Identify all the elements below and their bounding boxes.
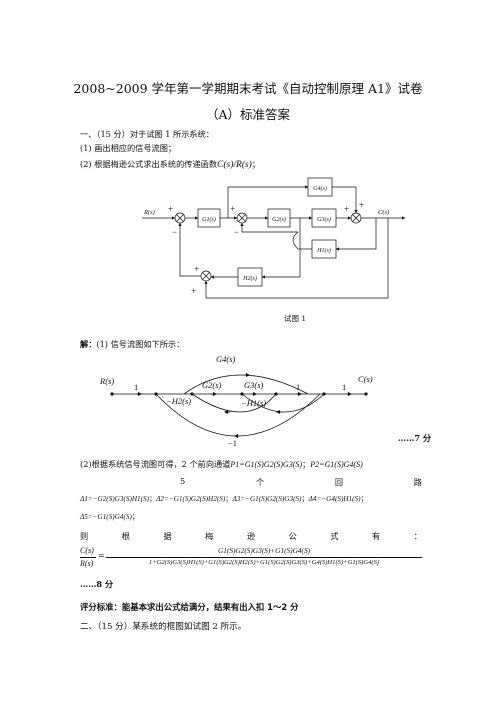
- path-p1: P1=G1(S)G2(S)G3(S): [230, 460, 303, 469]
- node-4: [274, 392, 278, 396]
- score-part2: ……8 分: [80, 579, 114, 589]
- bd-g1-label: G1(s): [202, 216, 216, 223]
- mason-word-5: 逊: [246, 531, 256, 541]
- solution-label: 解：: [80, 339, 97, 349]
- formula-lhs-den: R(s): [80, 559, 94, 568]
- block-diagram: R(s) C(s) G1(s) G2(s) G3(s) G4(s) H1(s) …: [142, 177, 406, 299]
- formula-equals: =: [98, 551, 105, 560]
- sign-plus-4: +: [359, 200, 364, 210]
- bd-output-label: C(s): [378, 209, 389, 216]
- loops-list-2: Δ5=−G1(S)G4(S)；: [80, 512, 139, 522]
- loops-word-3: 回: [334, 477, 344, 487]
- sfg-gain-1a: 1: [134, 382, 138, 392]
- mason-word-9: ：: [413, 531, 422, 541]
- loop-d5: Δ5=−G1(S)G4(S): [80, 513, 132, 521]
- q1-item2-suffix: ；: [251, 159, 261, 169]
- node-c: [364, 392, 368, 396]
- node-1: [154, 392, 158, 396]
- formula-lhs-bar: [80, 557, 96, 558]
- loops-line: 5 个 回 路: [80, 476, 422, 488]
- figure-caption: 试图 1: [284, 314, 307, 323]
- mason-word-1: 则: [80, 531, 89, 541]
- loop-d2: Δ2=−G1(S)G2(S)H2(S): [156, 495, 226, 503]
- mason-word-4: 梅: [205, 531, 214, 541]
- bd-g4-label: G4(s): [313, 185, 327, 192]
- path-sep: ；: [302, 459, 311, 469]
- node-3: [240, 392, 244, 396]
- bd-g2-label: G2(s): [272, 216, 286, 223]
- loop-semi-3: ；: [301, 494, 309, 503]
- signal-flow-graph: R(s) C(s) G4(s) G2(s) G3(s) −H2(s) −H1(s…: [99, 354, 373, 448]
- sign-minus-2: −: [234, 227, 239, 237]
- sum-junction-2: [236, 212, 248, 224]
- node-r: [110, 392, 114, 396]
- solution-item1: (1) 信号流图如下所示：: [96, 339, 185, 349]
- formula-rhs-num: G1(S)G2(S)G3(S)+G1(S)G4(S): [217, 546, 311, 555]
- node-2: [190, 392, 194, 396]
- sfg-g4-label: G4(s): [216, 354, 236, 364]
- loop-semi-4: ；: [360, 494, 368, 503]
- bd-g3-label: G3(s): [317, 216, 331, 223]
- sfg-gain-1c: 1: [342, 382, 346, 392]
- q2-heading: 二、（15 分）某系统的框图如试图 2 所示。: [80, 622, 247, 632]
- sfg-gain-minus1: −1: [228, 438, 237, 448]
- sfg-g3-label: G3(s): [244, 380, 264, 390]
- loop-semi-5: ；: [131, 512, 140, 521]
- part2-prefix: (2)根据系统信号流图可得，2 个前向通道: [80, 459, 231, 469]
- q1-heading: 一、（15 分）对于试图 1 所示系统：: [80, 129, 214, 139]
- node-5: [322, 392, 326, 396]
- loop-semi-2: ；: [225, 494, 233, 503]
- bd-h2-label: H2(s): [242, 275, 257, 282]
- q1-item2-text: (2) 根据梅逊公式求出系统的传递函数: [80, 159, 218, 169]
- grading-criteria: 评分标准：能基本求出公式给满分，结果有出入扣 1～2 分: [80, 602, 299, 612]
- q1-transfer-function: C(s)/R(s): [217, 160, 252, 170]
- exam-subtitle: （A）标准答案: [205, 107, 291, 122]
- path-p2: P2=G1(S)G4(S): [310, 460, 363, 469]
- loops-list-1: Δ1=−G2(S)G3(S)H1(S)；Δ2=−G1(S)G2(S)H2(S)；…: [80, 494, 422, 504]
- loop-d4: Δ4=−G4(S)H1(S): [308, 495, 361, 503]
- sum-junction-1: [174, 212, 186, 224]
- q1-item1: (1) 画出相应的信号流图；: [80, 143, 177, 153]
- loops-word-1: 5: [180, 476, 186, 486]
- sign-minus-1: −: [172, 227, 177, 237]
- sign-plus-1: +: [168, 204, 173, 214]
- score-part1: ……7 分: [398, 433, 432, 443]
- mason-word-7: 式: [330, 531, 339, 541]
- mason-word-3: 据: [163, 531, 172, 541]
- sum-junction-3: [350, 212, 362, 224]
- loops-word-2: 个: [255, 477, 265, 487]
- sum-junction-4: [200, 270, 212, 282]
- mason-word-8: 有: [372, 531, 381, 541]
- solution-line: 解：(1) 信号流图如下所示：: [80, 338, 184, 350]
- exam-title: 2008~2009 学年第一学期期末考试《自动控制原理 A1》试卷: [73, 81, 423, 96]
- formula-rhs-bar: [106, 557, 422, 558]
- sign-plus-6: +: [191, 286, 196, 296]
- loop-semi-1: ；: [149, 494, 157, 503]
- mason-word-6: 公: [288, 531, 297, 541]
- formula-rhs-den: 1+G2(S)G3(S)H1(S)+G1(S)G2(S)H2(S)+G1(S)G…: [148, 559, 380, 566]
- sfg-gain-1b: 1: [296, 382, 300, 392]
- loops-word-4: 路: [413, 477, 422, 487]
- mason-line: 则 根 据 梅 逊 公 式 有 ：: [80, 530, 422, 542]
- mason-formula: C(s) R(s) = G1(S)G2(S)G3(S)+G1(S)G4(S) 1…: [80, 546, 426, 572]
- sign-plus-2: +: [230, 204, 235, 214]
- bd-h1-label: H1(s): [316, 247, 331, 254]
- sfg-output-label: C(s): [358, 374, 373, 384]
- part2-line1: (2)根据系统信号流图可得，2 个前向通道P1=G1(S)G2(S)G3(S)；…: [80, 458, 363, 470]
- sign-plus-3: +: [344, 204, 349, 214]
- sfg-input-label: R(s): [99, 376, 114, 386]
- bd-input-label: R(s): [143, 209, 155, 216]
- mason-word-2: 根: [121, 531, 130, 541]
- sfg-h2-label: −H2(s): [166, 396, 191, 406]
- sign-plus-5: +: [194, 264, 199, 274]
- loop-d3: Δ3=−G1(S)G2(S)G3(S): [232, 495, 302, 503]
- formula-lhs-num: C(s): [80, 546, 94, 555]
- loop-d1: Δ1=−G2(S)G3(S)H1(S): [80, 495, 150, 503]
- sfg-g2-label: G2(s): [202, 380, 222, 390]
- sfg-h1-label: −H1(s): [241, 398, 266, 408]
- q1-item2-line: (2) 根据梅逊公式求出系统的传递函数C(s)/R(s)；: [80, 158, 260, 170]
